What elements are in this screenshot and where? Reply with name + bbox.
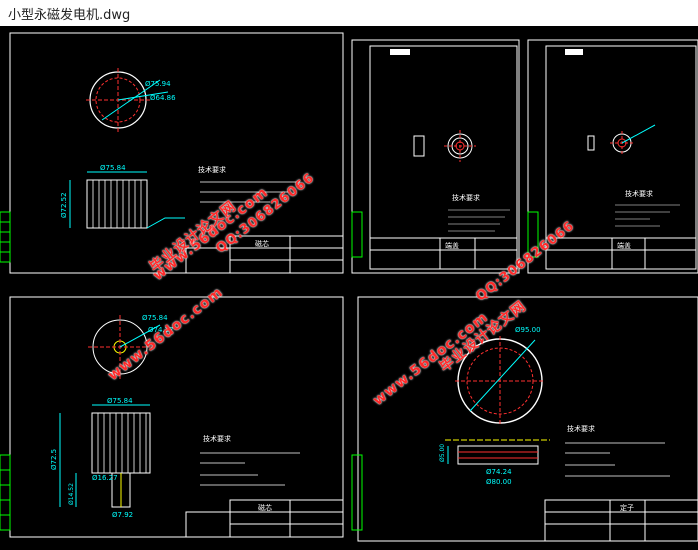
- notes-header-s2: 技术要求: [452, 193, 480, 202]
- sheet-5[interactable]: Ø95.00 Ø74.24 Ø80.00 Ø5.00 技术要求 定子: [351, 296, 698, 542]
- titleblock-s4: 磁芯: [258, 503, 272, 512]
- dim-s4-h1: Ø72.5: [50, 449, 58, 470]
- window-titlebar: 小型永磁发电机.dwg: [0, 0, 698, 26]
- titleblock-s5: 定子: [620, 503, 634, 512]
- sheet-2[interactable]: 技术要求 端盖: [351, 39, 520, 274]
- dim-s1-d1: Ø75.94: [145, 80, 171, 88]
- dim-s4-b: Ø16.27: [92, 474, 118, 482]
- dim-s4-b2: Ø7.92: [112, 511, 133, 519]
- dim-s4-d1: Ø75.84: [142, 314, 168, 322]
- dim-s1-h: Ø72.52: [60, 192, 68, 218]
- sheet-3[interactable]: 技术要求 端盖: [527, 39, 698, 274]
- dim-s1-w: Ø75.84: [100, 164, 126, 172]
- notes-header-s1: 技术要求: [198, 165, 226, 174]
- notes-header-s3: 技术要求: [625, 189, 653, 198]
- notes-header-s4: 技术要求: [203, 434, 231, 443]
- dim-s4-h2: Ø14.52: [68, 483, 75, 505]
- window-title: 小型永磁发电机.dwg: [8, 8, 131, 23]
- titleblock-s3: 端盖: [617, 241, 631, 250]
- sheet-4[interactable]: Ø75.84 Ø74.27 Ø75.84 Ø72.5 Ø14.52 Ø16.27…: [0, 296, 344, 538]
- dim-s4-w: Ø75.84: [107, 397, 133, 405]
- dim-s5-h: Ø5.00: [439, 444, 446, 462]
- titleblock-s1: 磁芯: [255, 239, 269, 248]
- dim-s4-d2: Ø74.27: [148, 326, 174, 334]
- titleblock-s2: 端盖: [445, 241, 459, 250]
- cad-drawing: Ø75.94 Ø64.86 Ø75.84 Ø72.52 技术要求 磁芯: [0, 32, 698, 542]
- dim-s5-w1: Ø74.24: [486, 468, 512, 476]
- notes-header-s5: 技术要求: [567, 424, 595, 433]
- dim-s5-d: Ø95.00: [515, 326, 541, 334]
- dim-s1-d2: Ø64.86: [150, 94, 176, 102]
- drawing-canvas[interactable]: Ø75.94 Ø64.86 Ø75.84 Ø72.52 技术要求 磁芯: [0, 26, 698, 550]
- sheet-1[interactable]: Ø75.94 Ø64.86 Ø75.84 Ø72.52 技术要求 磁芯: [0, 32, 344, 274]
- dim-s5-w2: Ø80.00: [486, 478, 512, 486]
